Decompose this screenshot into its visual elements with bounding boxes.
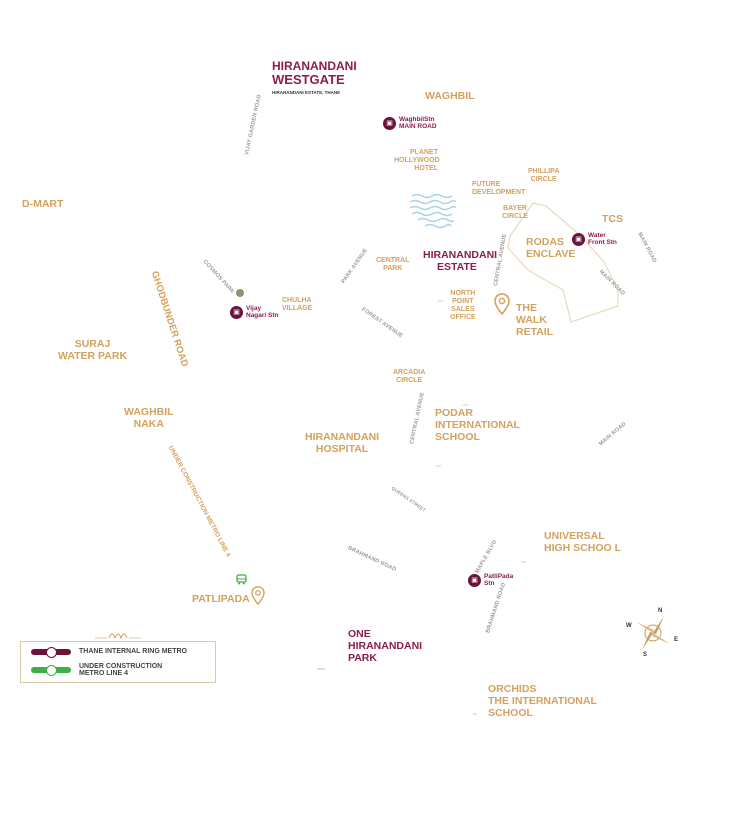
compass-icon: N S E W xyxy=(626,608,679,658)
place-patlipada: PATLIPADA xyxy=(192,593,250,605)
title-line1: HIRANANDANI xyxy=(272,59,357,73)
metro-station-icon: ▣ xyxy=(468,573,481,587)
location-pin-icon xyxy=(494,293,510,320)
legend-ornament-icon xyxy=(93,629,143,647)
rodas-enclave-outline xyxy=(507,202,619,323)
legend-ring-metro: THANE INTERNAL RING METRO xyxy=(31,646,187,658)
metro-station-icon: ▣ xyxy=(383,116,396,130)
patlipada-pin-icon xyxy=(251,586,265,610)
title-line2: WESTGATE xyxy=(272,71,345,87)
cosmos-park-dot xyxy=(236,289,244,297)
project-subtitle: HIRANANDANI ESTATE, THANE xyxy=(272,90,341,95)
metro-station-icon: ▣ xyxy=(230,305,243,319)
place-dmart: D-MART xyxy=(22,198,64,210)
place-waghbil: WAGHBIL xyxy=(425,90,475,102)
metro-station-icon: ▣ xyxy=(572,232,585,246)
project-title: HIRANANDANI WESTGATE xyxy=(272,60,357,86)
lake xyxy=(409,193,456,229)
place-tcs: TCS xyxy=(602,213,623,225)
metro-bus-icon xyxy=(236,572,247,590)
line4-swatch xyxy=(31,665,71,677)
ring-metro-swatch xyxy=(31,646,71,658)
map-legend: THANE INTERNAL RING METRO UNDER CONSTRUC… xyxy=(20,641,216,683)
